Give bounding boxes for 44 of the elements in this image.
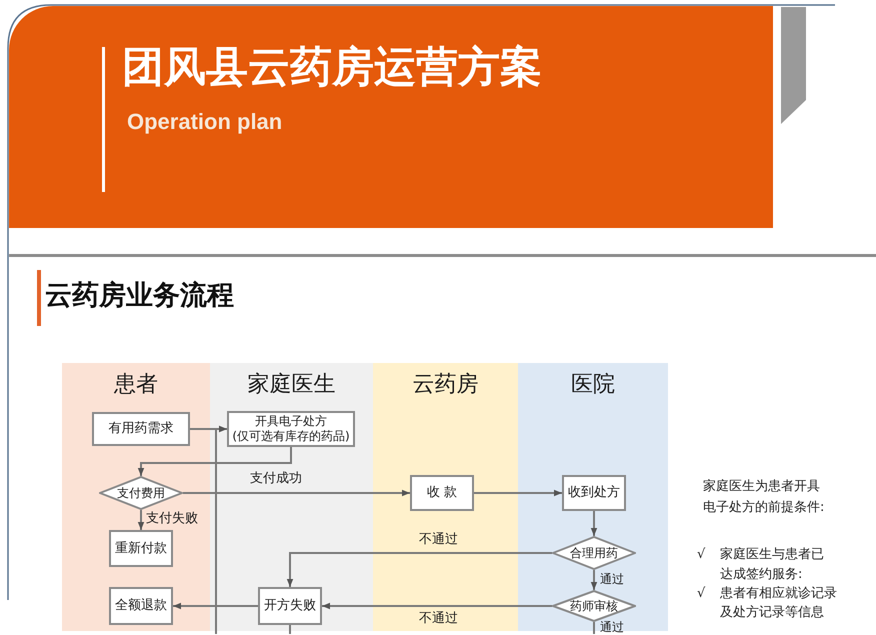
note-item: 家庭医生与患者已达成签约服务: bbox=[720, 546, 825, 584]
lane-heading: 医院 bbox=[570, 371, 616, 399]
process-box: 有用药需求 bbox=[92, 412, 190, 446]
note-text: 家庭医生为患者开具电子处方的前提条件: bbox=[703, 478, 826, 517]
process-box: 开方失败 bbox=[258, 587, 322, 625]
connector-line bbox=[593, 622, 595, 634]
lane-heading: 云药房 bbox=[412, 371, 480, 399]
edge-label: 不通过 bbox=[419, 532, 458, 547]
swimlane bbox=[373, 363, 518, 631]
process-box: 收 款 bbox=[410, 475, 474, 511]
arrow bbox=[138, 447, 292, 476]
decision-diamond: 合理用药 bbox=[552, 536, 636, 570]
process-box: 开具电子处方 (仅可选有库存的药品) bbox=[227, 411, 355, 447]
decision-diamond: 药师审核 bbox=[552, 590, 636, 622]
section-heading: 云药房业务流程 bbox=[45, 279, 234, 313]
arrow bbox=[322, 602, 552, 610]
edge-label: 支付成功 bbox=[250, 471, 302, 486]
arrow bbox=[286, 552, 552, 587]
swimlane bbox=[62, 363, 210, 631]
note-item: 患者有相应就诊记录及处方记录等信息 bbox=[720, 585, 838, 622]
process-box: 重新付款 bbox=[109, 530, 173, 567]
lane-heading: 家庭医生 bbox=[246, 371, 336, 399]
swimlane bbox=[518, 363, 668, 631]
arrow bbox=[173, 602, 258, 610]
check-mark: √ bbox=[697, 546, 706, 564]
lane-heading: 患者 bbox=[113, 371, 159, 399]
check-mark: √ bbox=[697, 585, 706, 603]
edge-label: 支付失败 bbox=[146, 511, 198, 526]
arrow bbox=[590, 570, 598, 590]
edge-label: 通过 bbox=[600, 620, 624, 634]
slide-title: 团风县云药房运营方案 bbox=[122, 43, 542, 91]
connector-line bbox=[289, 625, 291, 634]
edge-label: 不通过 bbox=[419, 611, 458, 626]
process-box: 全额退款 bbox=[109, 587, 173, 625]
arrow bbox=[183, 490, 410, 496]
decision-diamond: 支付费用 bbox=[99, 476, 183, 510]
arrow bbox=[215, 426, 227, 634]
swimlane bbox=[210, 363, 373, 631]
subtitle: Operation plan bbox=[127, 108, 282, 136]
process-box: 收到处方 bbox=[562, 475, 626, 511]
arrow bbox=[474, 490, 562, 496]
edge-label: 通过 bbox=[600, 572, 624, 586]
arrow bbox=[590, 511, 598, 536]
arrow bbox=[138, 510, 144, 530]
